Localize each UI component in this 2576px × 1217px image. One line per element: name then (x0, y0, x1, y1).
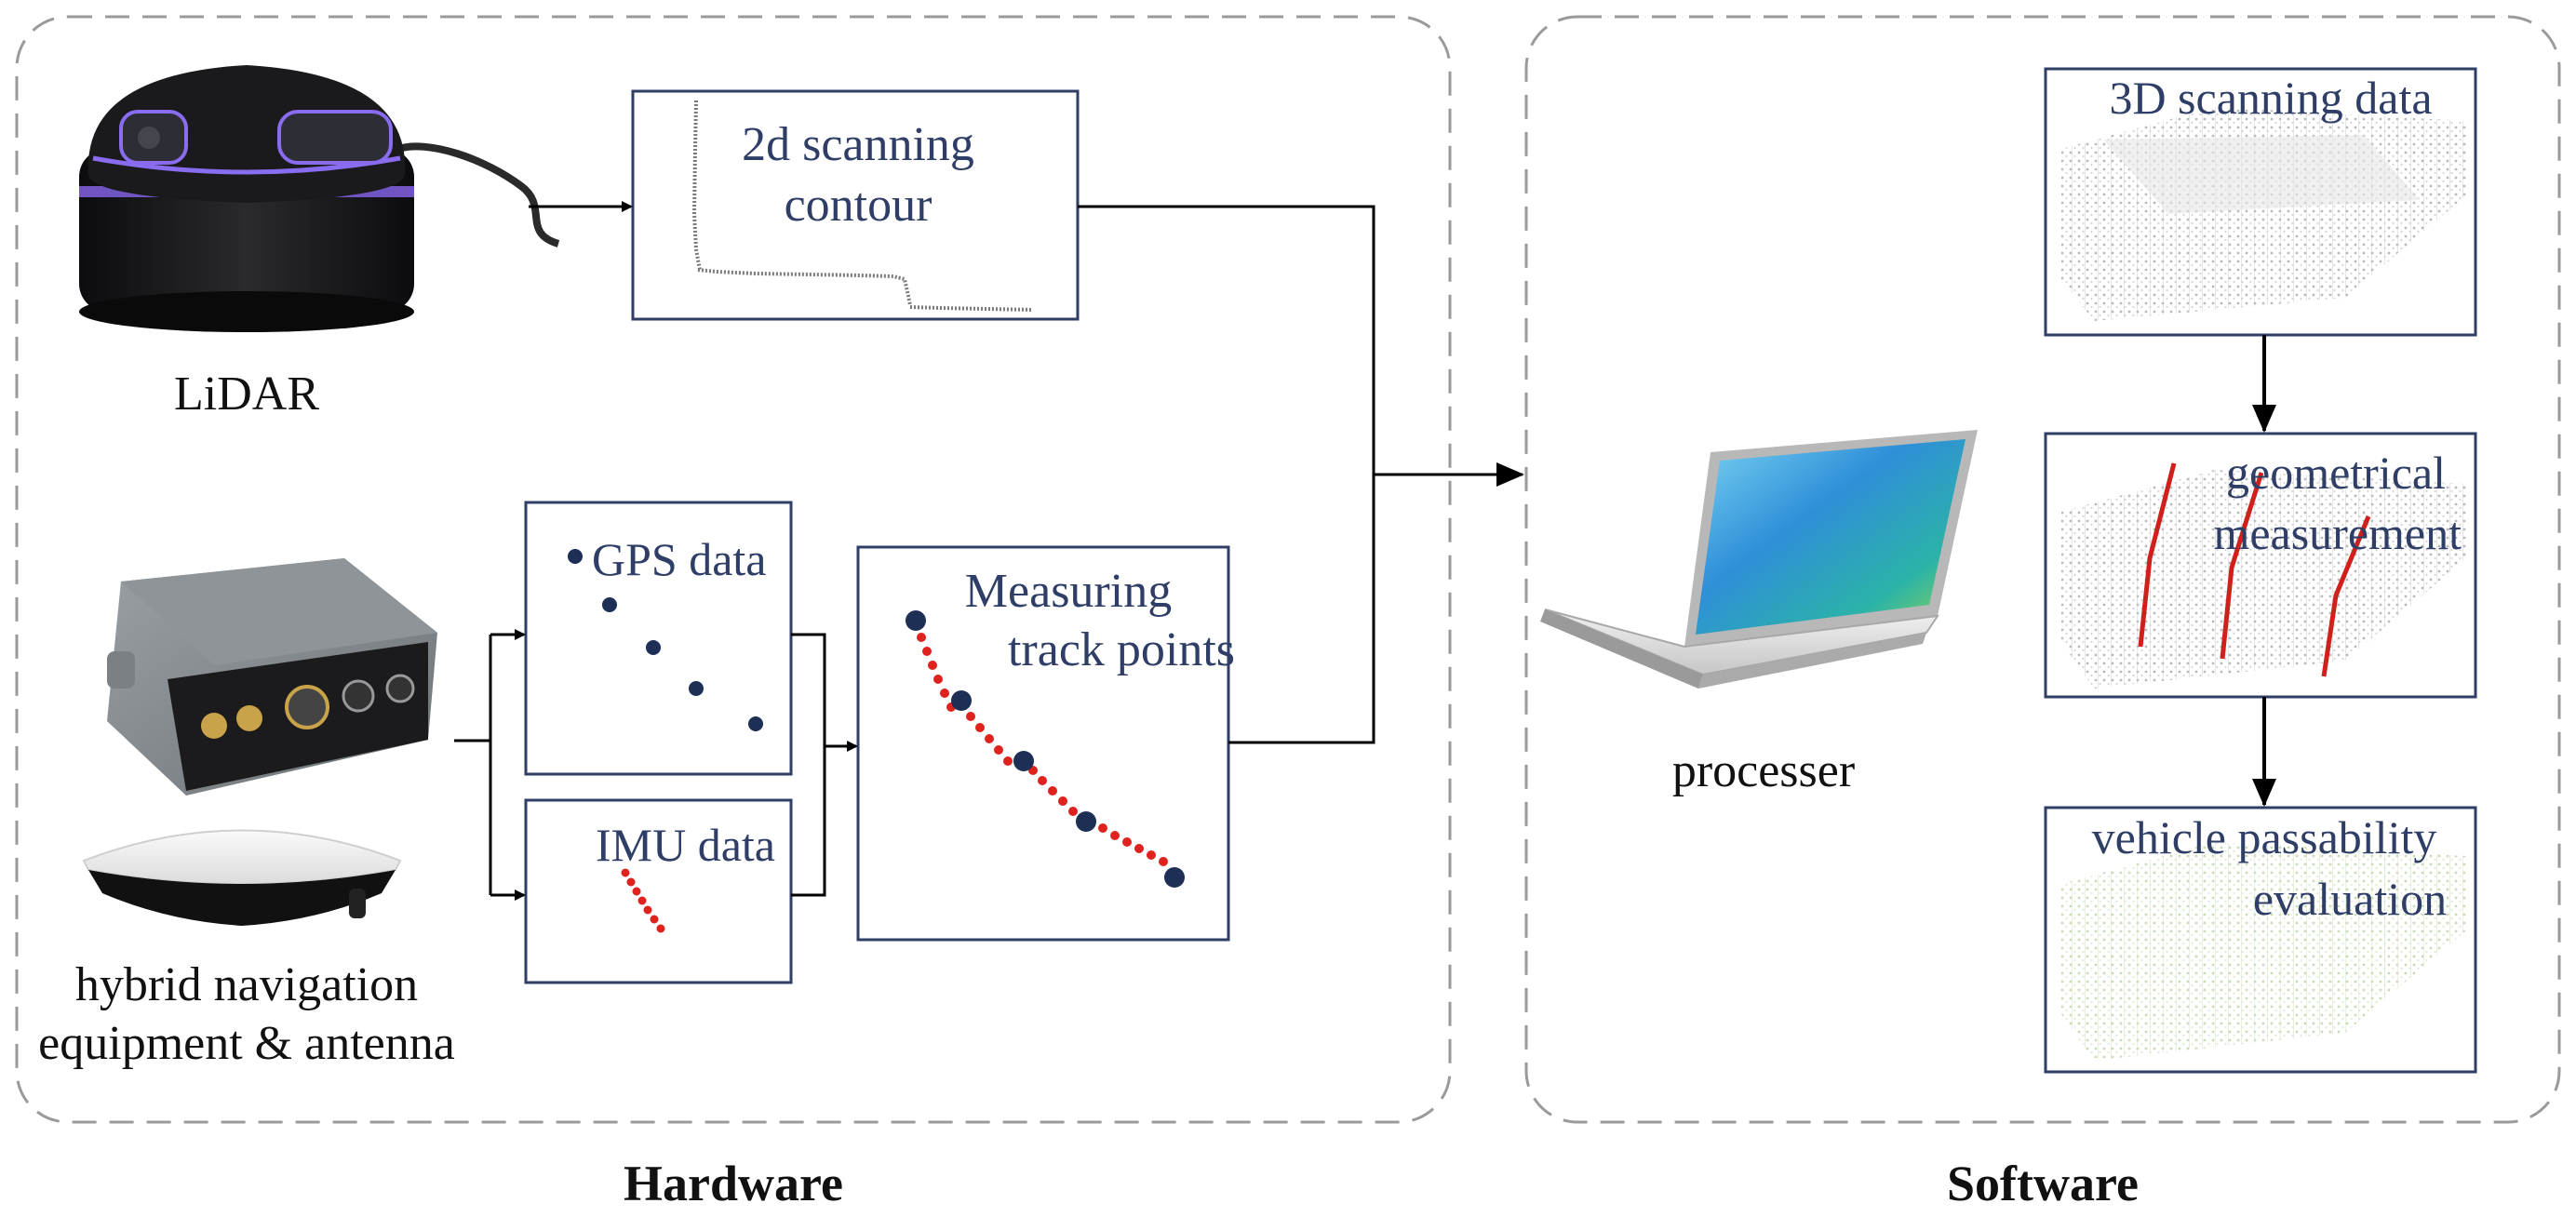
software-panel (1524, 15, 2561, 1124)
gps-label: GPS data (592, 533, 767, 585)
lidar-label: LiDAR (174, 368, 319, 421)
geometry-label-line2: measurement (2213, 507, 2462, 559)
geometry-panel: geometrical measurement (2044, 432, 2477, 699)
gps-box: GPS data (524, 501, 793, 776)
software-title: Software (1947, 1156, 2139, 1211)
geometry-label-line1: geometrical (2226, 447, 2446, 499)
connector-to-processor (1078, 205, 1524, 744)
navigation-label-line1: hybrid navigation (75, 958, 418, 1011)
hardware-panel (15, 15, 1452, 1124)
track-label-line2: track points (1008, 623, 1235, 676)
connector-nav-split (454, 629, 526, 901)
processor-laptop-image (1540, 430, 1978, 689)
imu-box: IMU data (524, 798, 793, 984)
track-box: Measuring track points (856, 545, 1235, 942)
track-red-points (917, 633, 1168, 866)
evaluation-panel: vehicle passability evaluation (2044, 806, 2477, 1074)
imu-label: IMU data (596, 819, 775, 871)
evaluation-label-line1: vehicle passability (2092, 811, 2437, 863)
hardware-title: Hardware (624, 1156, 843, 1211)
scan2d-box: 2d scanning contour (631, 89, 1080, 321)
track-navy-points (906, 610, 1185, 888)
evaluation-label-line2: evaluation (2253, 873, 2447, 925)
navigation-label-line2: equipment & antenna (38, 1017, 455, 1070)
processor-label: processer (1672, 744, 1855, 797)
scan3d-panel: 3D scanning data (2044, 67, 2477, 337)
lidar-device-image (79, 65, 560, 332)
scan2d-label-line1: 2d scanning (742, 118, 974, 171)
track-label-line1: Measuring (965, 565, 1172, 618)
antenna-device-image (82, 829, 402, 926)
connector-merge-to-track (791, 633, 858, 897)
scan3d-label: 3D scanning data (2109, 72, 2432, 124)
scan2d-label-line2: contour (785, 179, 932, 232)
imu-device-image (107, 558, 437, 796)
